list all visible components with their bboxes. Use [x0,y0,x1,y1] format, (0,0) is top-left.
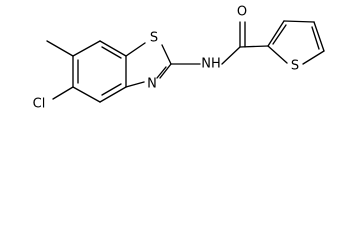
chlorine-label: Cl [33,97,46,112]
chloro-bond [52,86,74,100]
methyl-bond [46,40,74,57]
benzene-ring [72,40,127,103]
carbonyl-oxygen-label: O [237,5,247,20]
thiophene-ring [267,20,325,65]
amide-linkage [170,21,269,65]
amide-nh-label: NH [201,57,221,72]
benzothiazole-sulfur-label: S [150,31,158,46]
benzothiazole-nitrogen-label: N [147,77,157,92]
thiophene-sulfur-label: S [291,59,299,74]
chemical-structure-diagram: Cl S N NH O S [33,5,325,112]
thiazole-ring [125,42,172,88]
